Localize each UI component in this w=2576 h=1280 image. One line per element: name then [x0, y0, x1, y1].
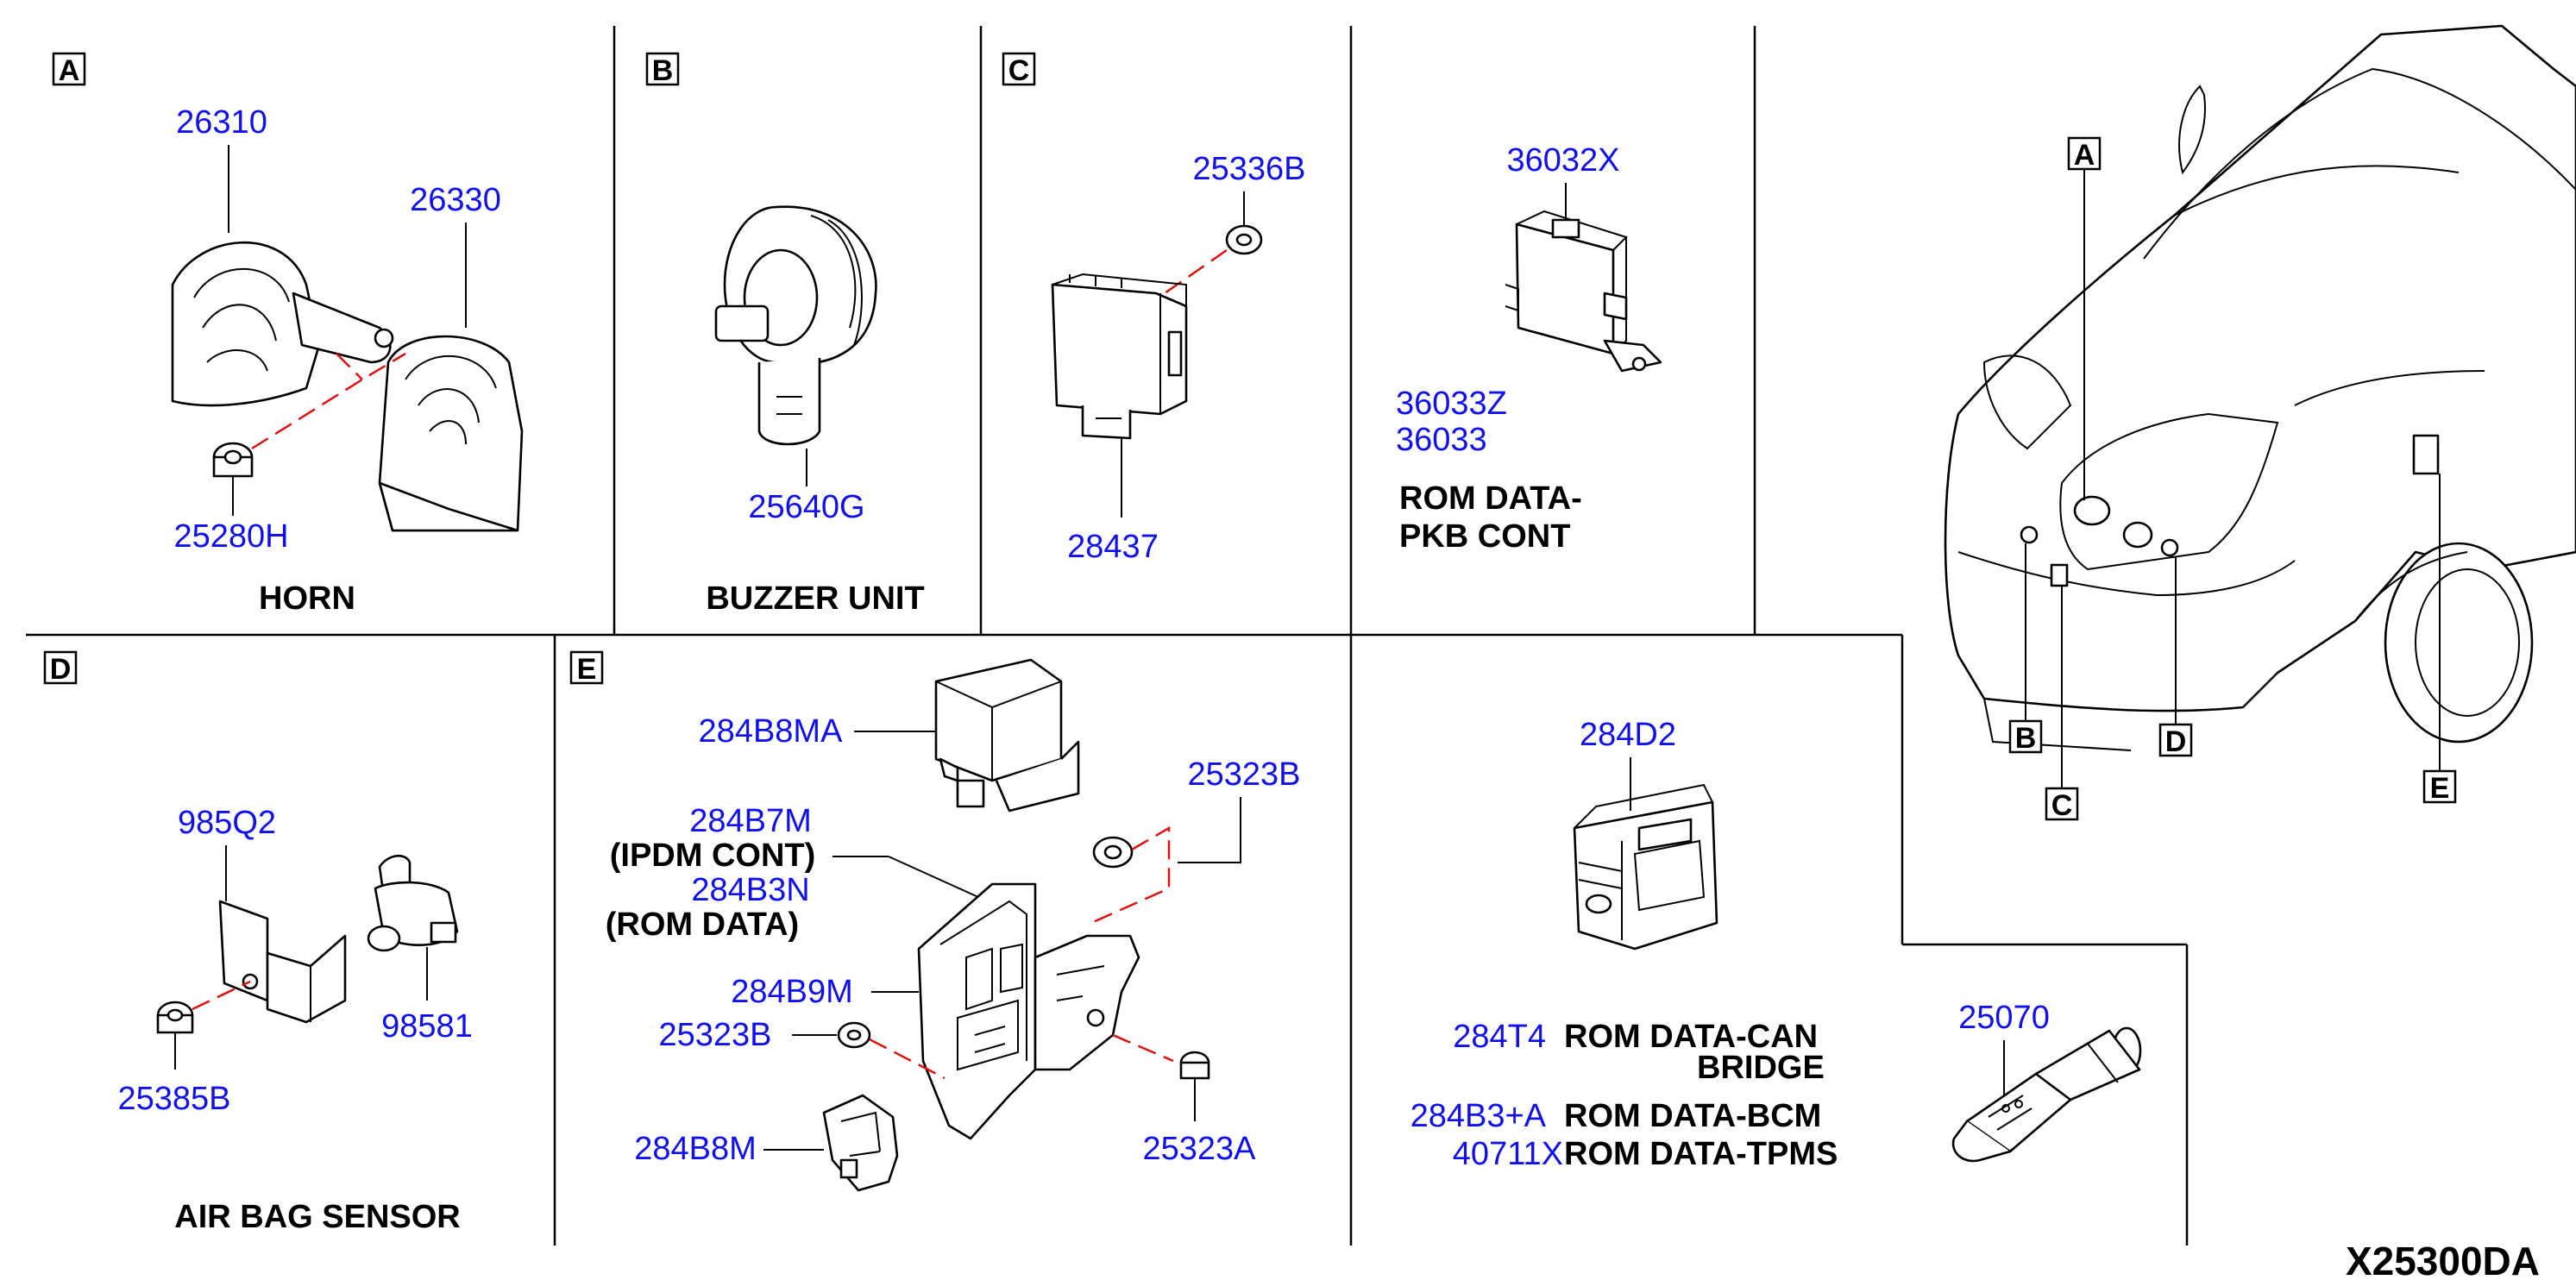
section-sensor-25070: 25070 — [1951, 1000, 2142, 1163]
sensor-25070-drawing — [1951, 1026, 2142, 1163]
ipdm-cont-sublabel: (IPDM CONT) — [610, 838, 816, 874]
part-number-25323b-upper[interactable]: 25323B — [1187, 756, 1300, 793]
part-number-284b3n[interactable]: 284B3N — [691, 872, 809, 908]
part-number-985q2[interactable]: 985Q2 — [178, 805, 276, 841]
vehicle-key-c: C — [2051, 789, 2073, 822]
section-a-label: HORN — [259, 580, 355, 617]
section-a-horn: A 26310 26330 2528 — [52, 52, 524, 617]
vehicle-outline-drawing — [1944, 24, 2576, 751]
section-key-c: C — [1008, 54, 1030, 87]
can-bridge-drawing — [1573, 783, 1718, 951]
bracket-985q2-drawing — [218, 900, 347, 1024]
vehicle-key-b: B — [2015, 722, 2037, 755]
buzzer-drawing — [714, 205, 877, 446]
vehicle-key-e: E — [2430, 772, 2450, 805]
vehicle-key-box-a — [2067, 136, 2102, 171]
part-number-26330[interactable]: 26330 — [410, 182, 501, 218]
section-rom-data: 284D2 284T4 ROM DATA-CAN BRIDGE 284B3+A … — [1411, 717, 1838, 1172]
section-d-air-bag-sensor: D 985Q2 98581 25385B AIR BAG SENSOR — [43, 650, 473, 1235]
section-pkb-cont: 36032X 36033Z 36033 ROM DATA- PKB CONT — [1396, 142, 1662, 555]
section-key-box-e — [569, 650, 604, 685]
part-number-28437[interactable]: 28437 — [1067, 529, 1159, 565]
part-number-98581[interactable]: 98581 — [381, 1008, 473, 1045]
part-number-40711x[interactable]: 40711X — [1453, 1136, 1563, 1172]
part-number-284b9m[interactable]: 284B9M — [731, 974, 853, 1010]
section-key-d: D — [50, 653, 72, 686]
part-number-36032x[interactable]: 36032X — [1506, 142, 1619, 179]
rom-data-can-label-line-2: BRIDGE — [1697, 1050, 1825, 1086]
bracket-284b8m-drawing — [822, 1094, 899, 1192]
nut-25385b-drawing — [156, 1001, 194, 1034]
ipdm-module-drawing — [917, 882, 1140, 1140]
pkb-label-line-2: PKB CONT — [1399, 518, 1570, 555]
vehicle-overview: A B C D E — [1944, 24, 2576, 822]
section-key-box-b — [645, 52, 680, 86]
rom-data-sublabel: (ROM DATA) — [606, 907, 799, 943]
nut-25280h-drawing — [212, 442, 254, 478]
part-number-25070[interactable]: 25070 — [1958, 1000, 2050, 1036]
horn-2-drawing — [378, 335, 524, 532]
diagram-code: X25300DA — [2346, 1239, 2540, 1280]
part-number-284b8m[interactable]: 284B8M — [634, 1131, 757, 1167]
vehicle-key-box-e — [2422, 769, 2457, 804]
section-frame-lines — [26, 26, 2189, 1245]
rom-data-tpms-label: ROM DATA-TPMS — [1564, 1136, 1838, 1172]
section-b-label: BUZZER UNIT — [706, 580, 924, 617]
section-key-box-a — [52, 52, 86, 86]
part-number-284t4[interactable]: 284T4 — [1453, 1019, 1546, 1055]
section-key-box-c — [1002, 52, 1036, 86]
clip-25323b-upper-drawing — [1092, 836, 1134, 869]
clip-25323b-lower-drawing — [837, 1021, 871, 1049]
cover-284b8ma-drawing — [934, 658, 1080, 813]
part-number-36033[interactable]: 36033 — [1396, 422, 1487, 458]
rom-data-can-label-line-1: ROM DATA-CAN — [1564, 1019, 1818, 1055]
section-key-a: A — [59, 54, 80, 87]
vehicle-key-d: D — [2165, 725, 2187, 758]
section-c: C 25336B 28437 — [1002, 52, 1306, 565]
part-number-284b8ma[interactable]: 284B8MA — [699, 713, 844, 750]
horn-1-drawing — [171, 241, 394, 407]
part-number-284d2[interactable]: 284D2 — [1580, 717, 1676, 753]
section-e-ipdm: E 284B8MA 25323B 284B7M (IPDM CONT) 284B… — [569, 650, 1301, 1192]
section-d-label: AIR BAG SENSOR — [174, 1199, 460, 1235]
relay-28437-drawing — [1051, 273, 1188, 440]
section-key-e: E — [577, 653, 597, 686]
vehicle-key-a: A — [2074, 139, 2095, 172]
part-number-284b3-a[interactable]: 284B3+A — [1411, 1098, 1547, 1134]
bolt-25323a-drawing — [1179, 1051, 1210, 1094]
part-number-36033z[interactable]: 36033Z — [1396, 386, 1507, 422]
section-key-b: B — [652, 54, 674, 87]
vehicle-key-box-b — [2008, 719, 2043, 754]
pkb-module-drawing — [1505, 210, 1662, 373]
part-number-25336b[interactable]: 25336B — [1192, 151, 1305, 187]
rom-data-bcm-label: ROM DATA-BCM — [1564, 1098, 1821, 1134]
part-number-25323a[interactable]: 25323A — [1142, 1131, 1256, 1167]
part-number-25640g[interactable]: 25640G — [748, 489, 864, 525]
section-b-buzzer: B 25640G BUZZER UNIT — [645, 52, 925, 617]
vehicle-key-box-c — [2045, 787, 2079, 821]
part-number-26310[interactable]: 26310 — [176, 104, 267, 141]
part-number-25280h[interactable]: 25280H — [173, 518, 288, 555]
part-number-25385b[interactable]: 25385B — [117, 1081, 230, 1117]
pkb-label-line-1: ROM DATA- — [1399, 480, 1582, 517]
part-number-25323b-lower[interactable]: 25323B — [658, 1017, 771, 1053]
clip-25336b-drawing — [1225, 224, 1263, 255]
sensor-98581-drawing — [367, 855, 459, 952]
part-number-284b7m[interactable]: 284B7M — [689, 803, 812, 839]
section-key-box-d — [43, 650, 78, 685]
